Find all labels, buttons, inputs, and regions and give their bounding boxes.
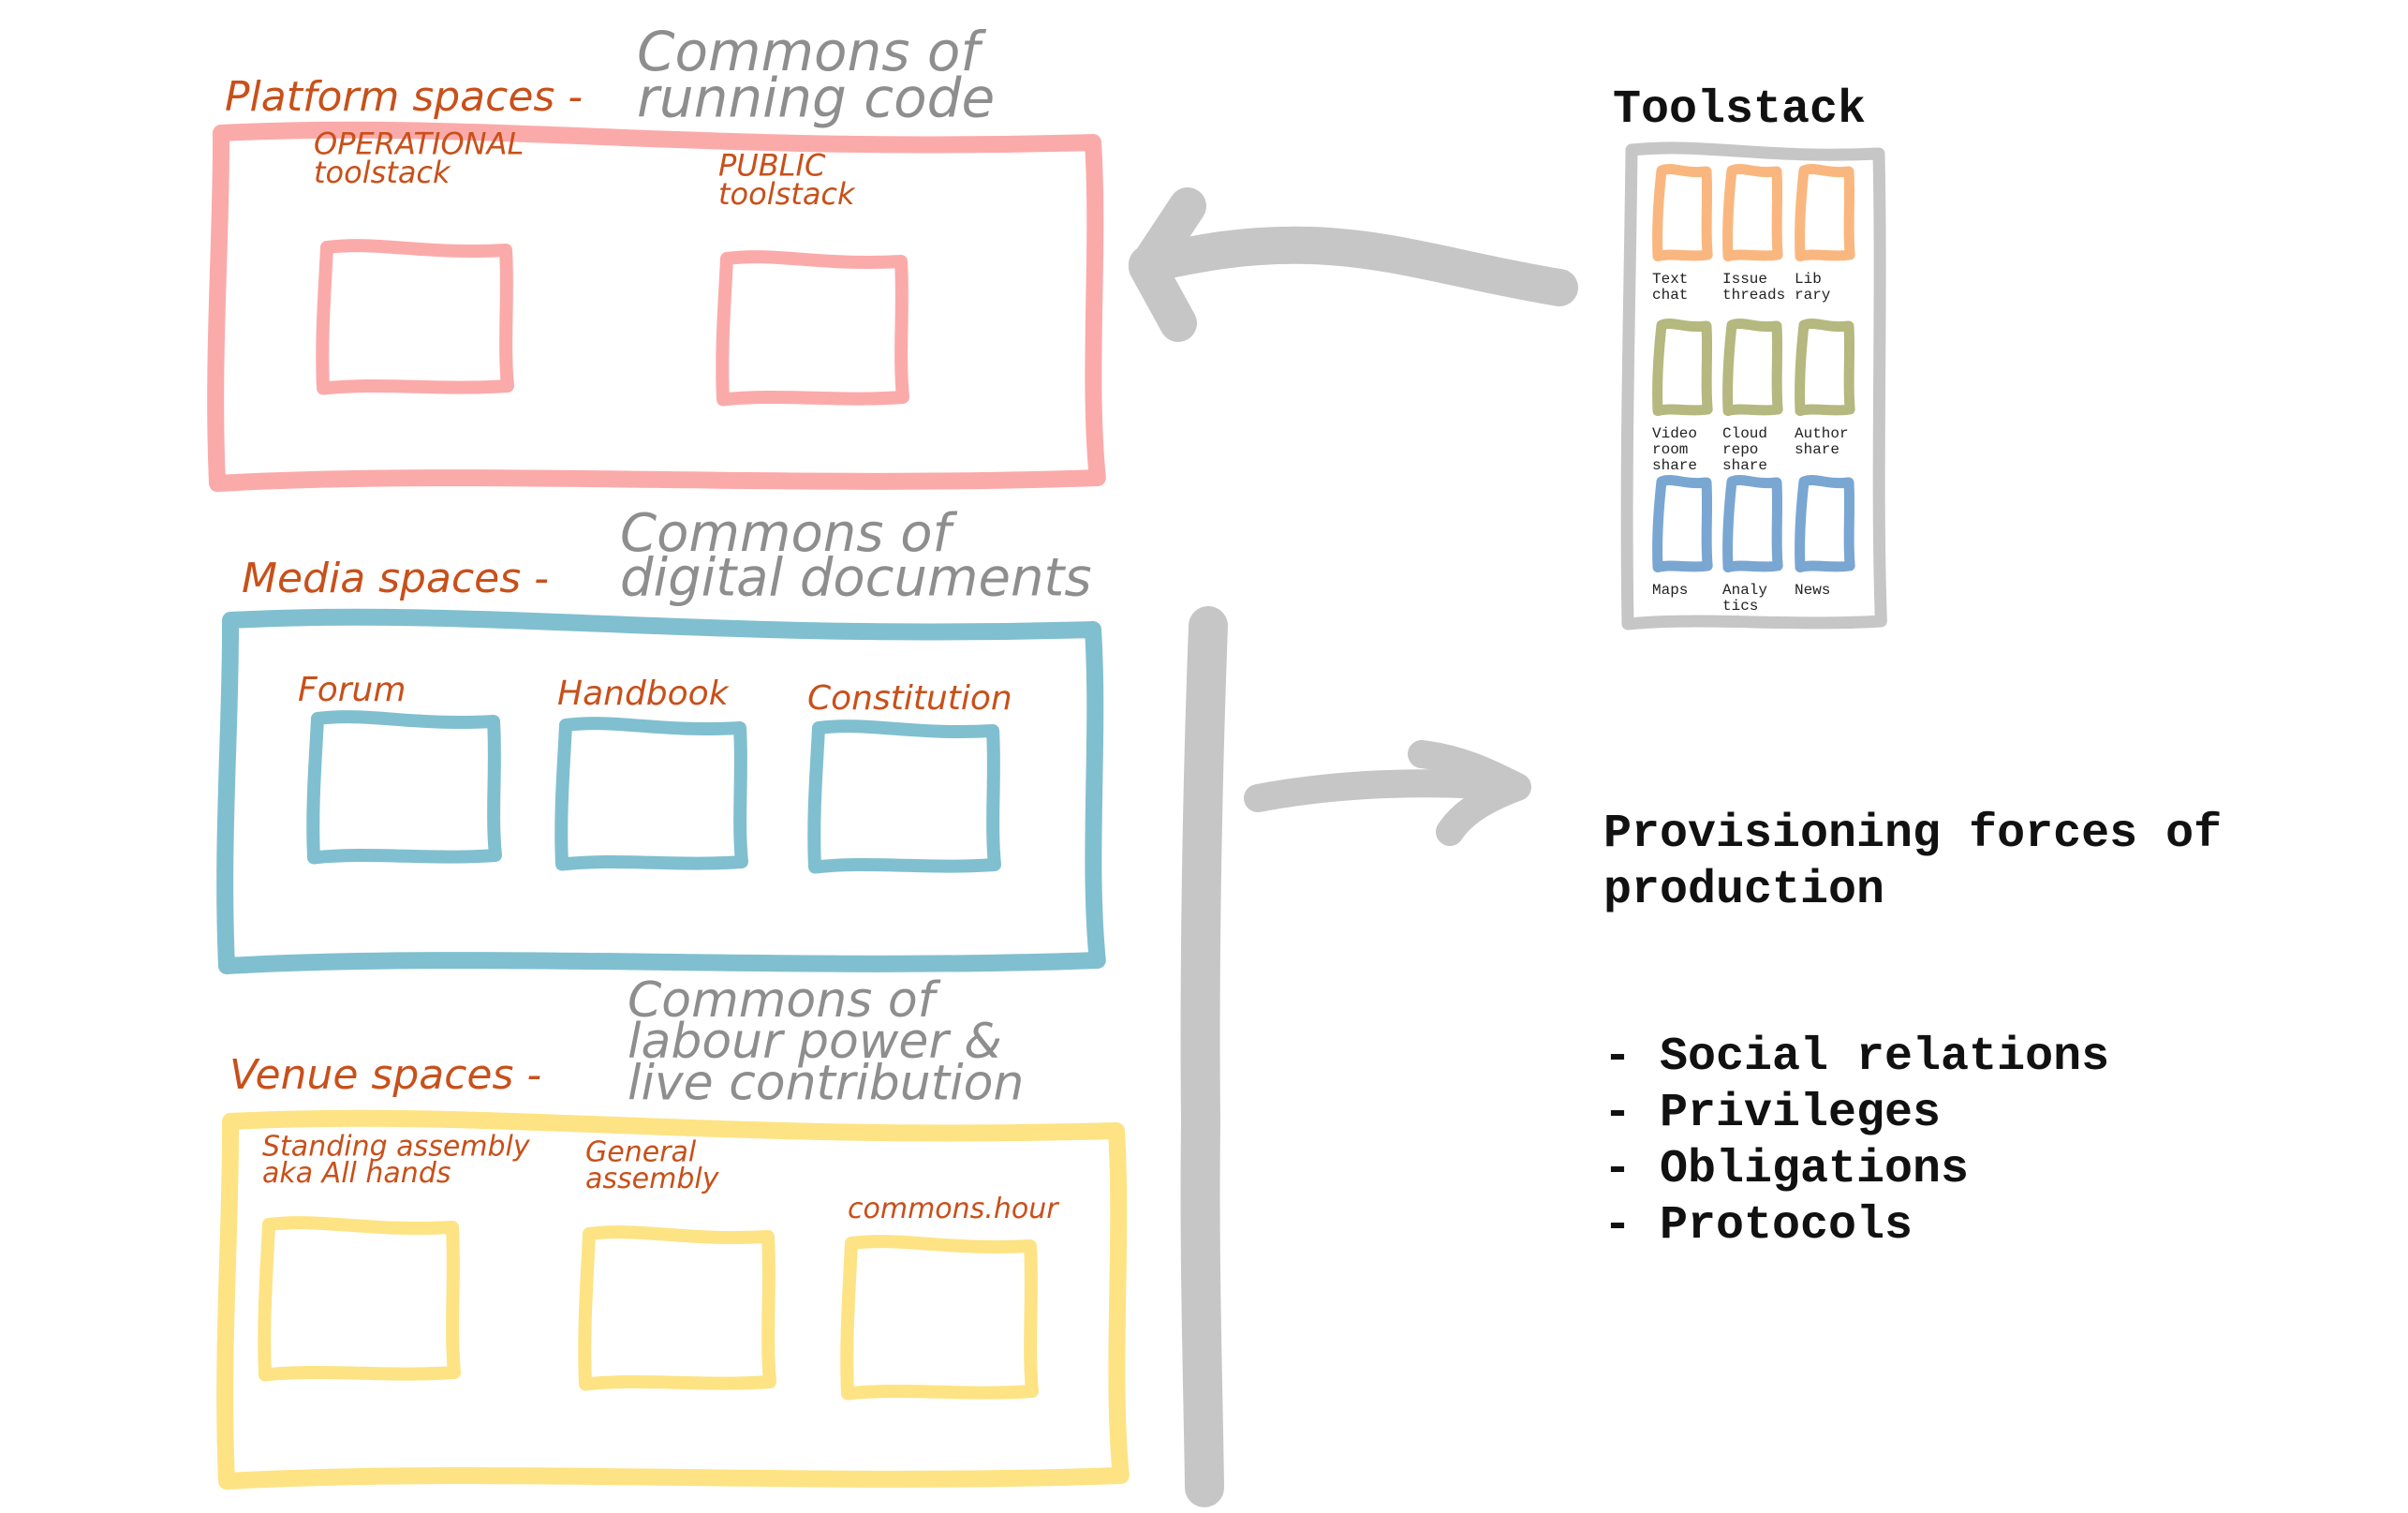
toolstack-frame bbox=[1620, 141, 1887, 630]
provisioning-bullet: - Obligations bbox=[1603, 1143, 1969, 1196]
media-item: Handbook bbox=[554, 675, 748, 871]
platform-section-label: Platform spaces - bbox=[225, 73, 583, 121]
tool-label: Analy bbox=[1722, 582, 1767, 599]
media-item-label: Constitution bbox=[807, 679, 1012, 718]
tool-label: rary bbox=[1795, 287, 1831, 304]
tool-box bbox=[1795, 474, 1855, 572]
vertical-bracket-bar bbox=[1180, 606, 1228, 1507]
media-item-box bbox=[807, 719, 1001, 874]
venue-commons-note: live contribution bbox=[628, 1055, 1024, 1111]
venue-item-label: assembly bbox=[585, 1163, 720, 1195]
platform-commons-note: Commons of bbox=[637, 20, 986, 83]
tool-label: Video bbox=[1652, 425, 1697, 442]
toolstack-title: Toolstack bbox=[1613, 83, 1866, 137]
tool-label: Issue bbox=[1722, 271, 1767, 288]
tool-box bbox=[1652, 318, 1713, 416]
provisioning-bullet: - Social relations bbox=[1603, 1031, 2109, 1084]
arrow-head-right-icon bbox=[1408, 740, 1531, 846]
venue-commons-note: labour power & bbox=[628, 1014, 1002, 1070]
tool-label: chat bbox=[1652, 287, 1688, 304]
arrow-shaft bbox=[1129, 226, 1578, 306]
tool-box bbox=[1722, 163, 1783, 261]
media-commons-note: digital documents bbox=[620, 548, 1092, 609]
tool-label: share bbox=[1652, 457, 1697, 474]
platform-item-label: toolstack bbox=[314, 155, 451, 190]
provisioning-bullet: - Protocols bbox=[1603, 1199, 1913, 1253]
tool-label: News bbox=[1795, 582, 1830, 599]
venue-item-box bbox=[840, 1235, 1039, 1401]
venue-section-label: Venue spaces - bbox=[229, 1051, 541, 1099]
tool-label: Author bbox=[1795, 425, 1849, 442]
tool-item: Maps bbox=[1652, 474, 1713, 599]
tool-box bbox=[1795, 163, 1855, 261]
venue-commons-note: Commons of bbox=[628, 972, 941, 1029]
platform-commons-note: running code bbox=[637, 66, 995, 129]
tool-box bbox=[1722, 474, 1783, 572]
tool-label: share bbox=[1722, 457, 1767, 474]
tool-box bbox=[1652, 474, 1713, 572]
toolstack-to-platform-arrow bbox=[1129, 187, 1578, 342]
spaces-to-provisioning-arrow bbox=[1244, 740, 1531, 846]
venue-item-label: Standing assembly bbox=[262, 1131, 531, 1164]
tool-label: Lib bbox=[1795, 271, 1822, 288]
arrows-layer bbox=[1129, 187, 1578, 1507]
venue-item-box bbox=[578, 1225, 776, 1391]
venue-item-label: General bbox=[585, 1136, 697, 1169]
platform-item-label: OPERATIONAL bbox=[314, 126, 524, 162]
provisioning-title: Provisioning forces of bbox=[1603, 808, 2222, 861]
media-item-box bbox=[306, 710, 502, 865]
platform-item-label: toolstack bbox=[718, 176, 856, 212]
arrow-head-left-icon bbox=[1129, 187, 1206, 342]
media-section-label: Media spaces - bbox=[242, 555, 549, 602]
venue-outer-box bbox=[216, 1109, 1130, 1490]
tool-box bbox=[1795, 318, 1855, 416]
tool-label: Cloud bbox=[1722, 425, 1767, 442]
media-item: Constitution bbox=[807, 679, 1012, 874]
tool-label: share bbox=[1795, 441, 1839, 458]
platform-item-box bbox=[316, 239, 514, 395]
media-item-label: Forum bbox=[298, 671, 406, 709]
media-item-box bbox=[554, 717, 748, 871]
venue-item-label: aka All hands bbox=[262, 1157, 451, 1190]
tool-label: room bbox=[1652, 441, 1688, 458]
tool-label: Text bbox=[1652, 271, 1688, 288]
media-item: Forum bbox=[298, 671, 502, 865]
provisioning-bullet: - Privileges bbox=[1603, 1087, 1941, 1140]
venue-item-box bbox=[258, 1216, 461, 1382]
toolstack-panel: ToolstackTextchatIssuethreadsLibraryVide… bbox=[1613, 83, 1887, 630]
venue-item: commons.hour bbox=[840, 1193, 1059, 1401]
tool-label: Maps bbox=[1652, 582, 1688, 599]
provisioning-title: production bbox=[1603, 864, 1884, 917]
tool-item: News bbox=[1795, 474, 1855, 599]
media-outer-box bbox=[216, 608, 1106, 974]
tool-box bbox=[1652, 163, 1713, 261]
tool-label: tics bbox=[1722, 598, 1758, 615]
venue-item-label: commons.hour bbox=[848, 1193, 1059, 1225]
platform-item-box bbox=[716, 250, 909, 407]
platform-item-label: PUBLIC bbox=[718, 148, 826, 184]
tool-label: threads bbox=[1722, 287, 1785, 304]
media-commons-note: Commons of bbox=[620, 503, 957, 564]
tool-label: repo bbox=[1722, 441, 1758, 458]
media-item-label: Handbook bbox=[557, 675, 731, 713]
platform-outer-box bbox=[207, 121, 1106, 492]
tool-box bbox=[1722, 318, 1783, 416]
